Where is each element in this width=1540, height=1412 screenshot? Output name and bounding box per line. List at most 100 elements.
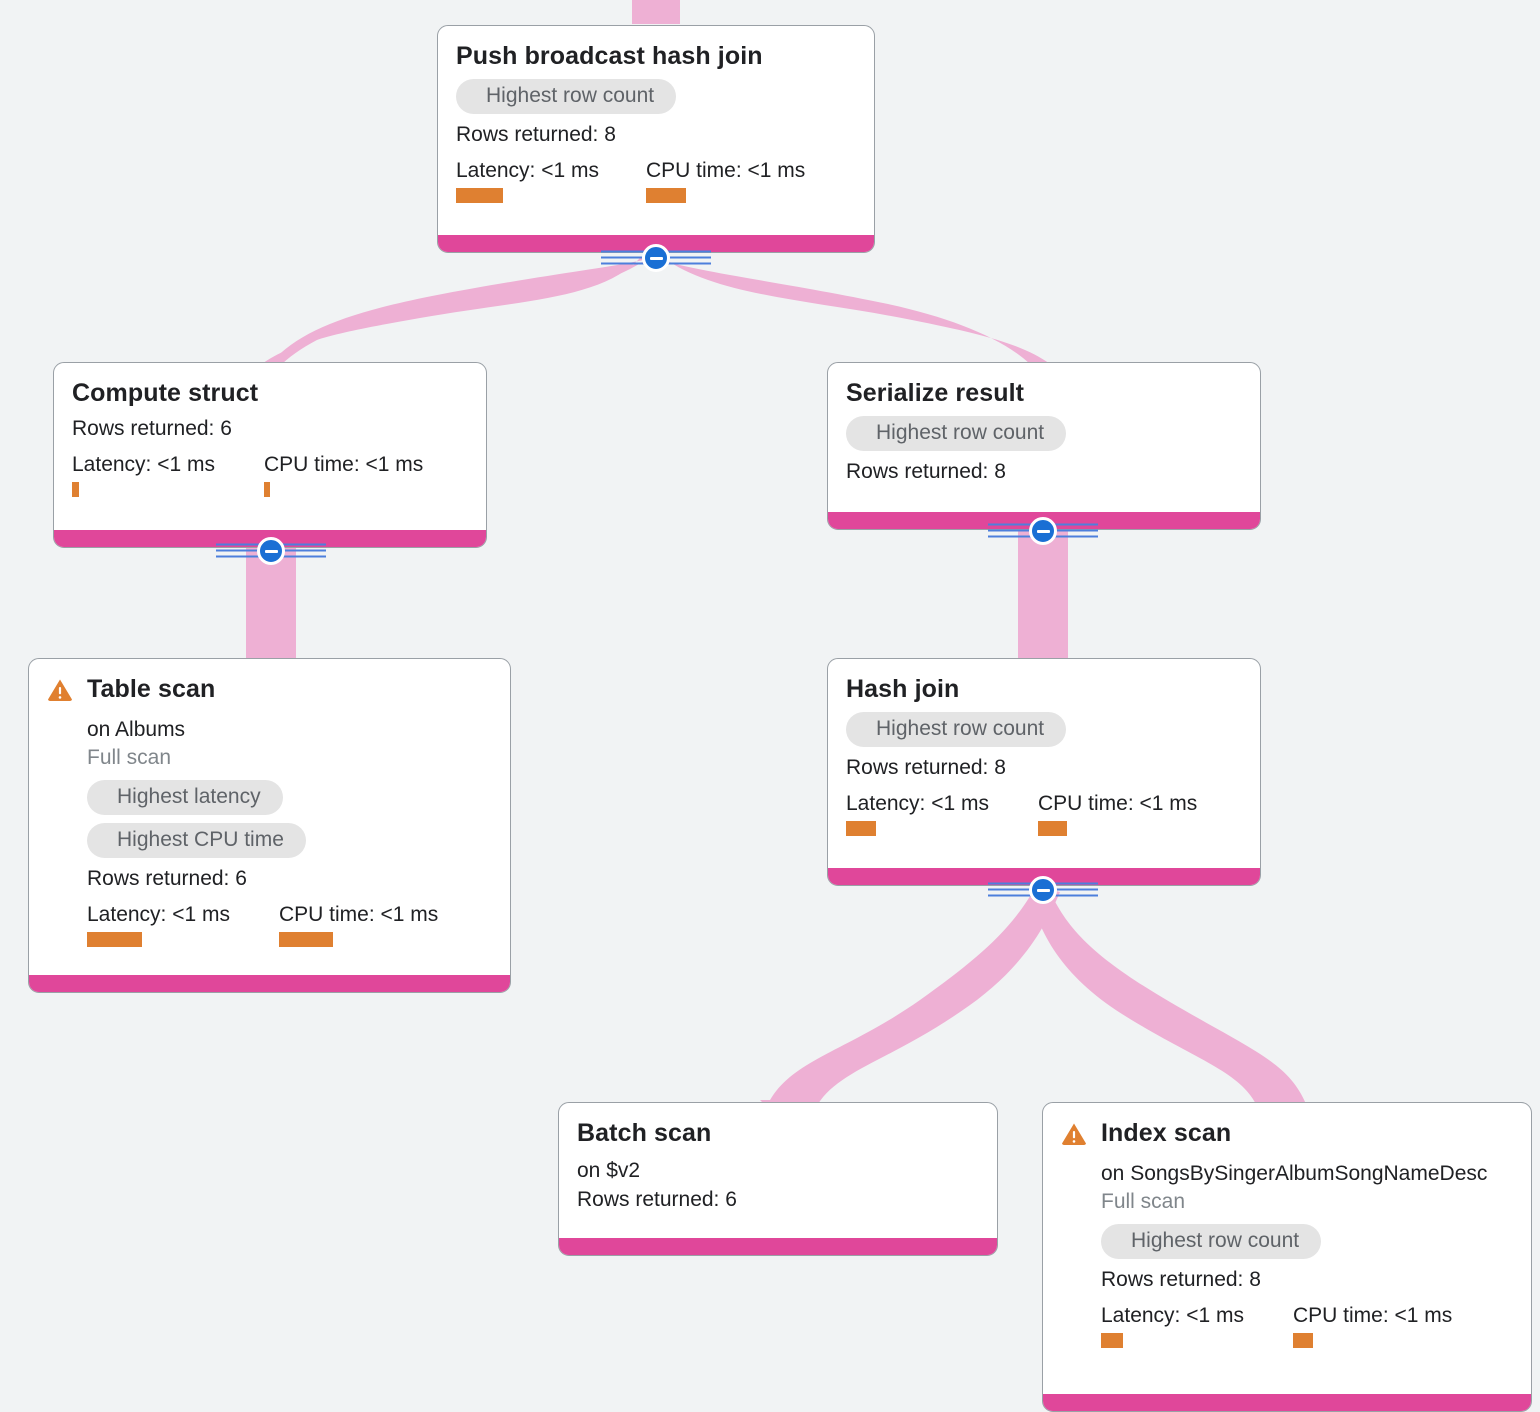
latency-bar (846, 820, 876, 836)
plan-node-push-broadcast-hash-join[interactable]: Push broadcast hash join Highest row cou… (437, 25, 875, 253)
status-badge-highest-row-count: Highest row count (846, 711, 1067, 747)
node-body: Table scan on Albums Full scan Highest l… (29, 659, 510, 961)
status-badge-highest-row-count: Highest row count (1101, 1223, 1322, 1259)
node-header: Index scan (1061, 1119, 1513, 1151)
node-target: on Albums (87, 718, 186, 741)
rows-returned: Rows returned: 6 (577, 1188, 737, 1211)
cpu-bar (279, 931, 333, 947)
node-footer-bar (559, 1238, 997, 1255)
cpu-bar (646, 187, 686, 203)
node-detail: Highest row count Rows returned: 8 Laten… (456, 71, 856, 203)
cpu-metric: CPU time: <1 ms (1293, 1304, 1452, 1348)
node-title: Push broadcast hash join (456, 42, 763, 70)
latency-label: Latency: <1 ms (456, 158, 599, 182)
node-target: on $v2 (577, 1158, 641, 1182)
collapse-toggle-hash-join[interactable] (988, 876, 1098, 904)
metrics-row: Latency: <1 ms CPU time: <1 ms (456, 159, 856, 203)
edge-serialize-result-to-hash-join (1018, 528, 1068, 668)
node-detail: on Albums Full scan Highest latency High… (47, 717, 492, 947)
node-footer-bar (1043, 1394, 1531, 1411)
node-title: Index scan (1101, 1119, 1232, 1147)
node-body: Serialize result Highest row count Rows … (828, 363, 1260, 498)
cpu-bar (1038, 820, 1067, 836)
node-target: on SongsBySingerAlbumSongNameDesc (1101, 1162, 1488, 1185)
cpu-label: CPU time: <1 ms (646, 158, 806, 182)
node-detail: Rows returned: 6 Latency: <1 ms CPU time… (72, 417, 468, 497)
edge-hash-join-to-index-scan (1030, 886, 1306, 1104)
plan-node-compute-struct[interactable]: Compute struct Rows returned: 6 Latency:… (53, 362, 487, 548)
cpu-label: CPU time: <1 ms (1293, 1303, 1453, 1327)
node-body: Push broadcast hash join Highest row cou… (438, 26, 874, 217)
cpu-label: CPU time: <1 ms (279, 902, 439, 926)
metrics-row: Latency: <1 ms CPU time: <1 ms (72, 453, 468, 497)
node-body: Index scan on SongsBySingerAlbumSongName… (1043, 1103, 1531, 1362)
rows-returned: Rows returned: 8 (846, 459, 1006, 483)
rows-returned: Rows returned: 6 (87, 866, 247, 890)
node-title: Compute struct (72, 379, 259, 407)
cpu-label: CPU time: <1 ms (1038, 791, 1198, 815)
edge-compute-struct-to-table-scan (246, 548, 296, 666)
latency-metric: Latency: <1 ms (456, 159, 646, 203)
plan-node-batch-scan[interactable]: Batch scan on $v2 Rows returned: 6 (558, 1102, 998, 1256)
edge-hash-join-to-batch-scan (768, 886, 1060, 1104)
latency-label: Latency: <1 ms (1101, 1303, 1244, 1327)
latency-metric: Latency: <1 ms (72, 453, 264, 497)
rows-returned: Rows returned: 8 (1101, 1267, 1261, 1291)
edge-root-inflow (632, 0, 680, 24)
minus-icon[interactable] (257, 537, 285, 565)
cpu-bar (264, 481, 270, 497)
rows-returned: Rows returned: 8 (456, 122, 616, 146)
status-badge-highest-cpu-time: Highest CPU time (87, 822, 306, 858)
node-detail: Highest row count Rows returned: 8 Laten… (846, 704, 1242, 836)
latency-bar (87, 931, 142, 947)
warning-icon (47, 678, 73, 707)
cpu-metric: CPU time: <1 ms (279, 903, 438, 947)
latency-bar (1101, 1332, 1123, 1348)
node-header: Compute struct (72, 379, 468, 408)
node-body: Batch scan on $v2 Rows returned: 6 (559, 1103, 997, 1226)
status-badge-highest-latency: Highest latency (87, 779, 283, 815)
collapse-toggle-serialize-result[interactable] (988, 517, 1098, 545)
node-detail: Highest row count Rows returned: 8 (846, 408, 1242, 484)
rows-returned: Rows returned: 6 (72, 416, 232, 440)
status-badge-highest-row-count: Highest row count (456, 78, 677, 114)
node-title: Serialize result (846, 379, 1025, 407)
cpu-metric: CPU time: <1 ms (1038, 792, 1197, 836)
node-footer-bar (438, 235, 874, 252)
node-footer-bar (29, 975, 510, 992)
plan-node-table-scan[interactable]: Table scan on Albums Full scan Highest l… (28, 658, 511, 993)
minus-icon[interactable] (1029, 517, 1057, 545)
node-header: Serialize result (846, 379, 1242, 408)
node-scan-type: Full scan (87, 746, 172, 770)
minus-icon[interactable] (1029, 876, 1057, 904)
node-detail: on SongsBySingerAlbumSongNameDesc Full s… (1061, 1161, 1513, 1348)
status-badge-highest-row-count: Highest row count (846, 415, 1067, 451)
minus-icon[interactable] (642, 244, 670, 272)
collapse-toggle-push-broadcast-hash-join[interactable] (601, 244, 711, 272)
node-header: Batch scan (577, 1119, 979, 1148)
node-header: Push broadcast hash join (456, 42, 856, 71)
latency-metric: Latency: <1 ms (1101, 1304, 1293, 1348)
cpu-metric: CPU time: <1 ms (264, 453, 423, 497)
latency-metric: Latency: <1 ms (846, 792, 1038, 836)
metrics-row: Latency: <1 ms CPU time: <1 ms (87, 903, 492, 947)
node-title: Batch scan (577, 1119, 712, 1147)
node-detail: on $v2 Rows returned: 6 (577, 1158, 979, 1212)
node-body: Compute struct Rows returned: 6 Latency:… (54, 363, 486, 511)
cpu-metric: CPU time: <1 ms (646, 159, 805, 203)
node-header: Hash join (846, 675, 1242, 704)
plan-node-serialize-result[interactable]: Serialize result Highest row count Rows … (827, 362, 1261, 530)
plan-node-index-scan[interactable]: Index scan on SongsBySingerAlbumSongName… (1042, 1102, 1532, 1412)
latency-label: Latency: <1 ms (72, 452, 215, 476)
node-header: Table scan (47, 675, 492, 707)
latency-label: Latency: <1 ms (846, 791, 989, 815)
latency-bar (456, 187, 503, 203)
node-body: Hash join Highest row count Rows returne… (828, 659, 1260, 850)
metrics-row: Latency: <1 ms CPU time: <1 ms (1101, 1304, 1513, 1348)
node-title: Table scan (87, 675, 216, 703)
collapse-toggle-compute-struct[interactable] (216, 537, 326, 565)
plan-node-hash-join[interactable]: Hash join Highest row count Rows returne… (827, 658, 1261, 886)
metrics-row: Latency: <1 ms CPU time: <1 ms (846, 792, 1242, 836)
latency-label: Latency: <1 ms (87, 902, 230, 926)
